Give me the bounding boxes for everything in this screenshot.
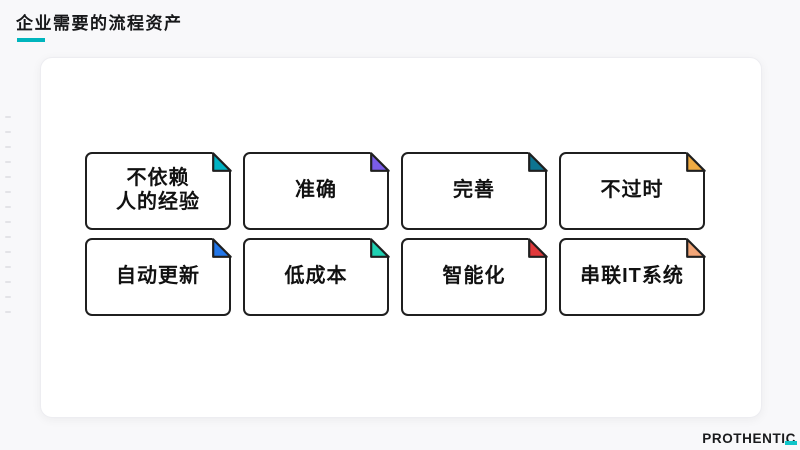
folded-corner-icon	[211, 151, 232, 172]
card-label: 不依赖 人的经验	[116, 167, 200, 213]
process-asset-card: 自动更新	[85, 237, 232, 316]
card-label: 不过时	[600, 179, 664, 202]
edge-dash	[5, 191, 11, 193]
process-asset-card: 不依赖 人的经验	[85, 151, 232, 230]
folded-corner-icon	[527, 151, 548, 172]
process-asset-cards-grid: 不依赖 人的经验 准确 完善 不过时自动更新 低成本 智能化 串联IT系统	[85, 151, 706, 316]
folded-corner-icon	[685, 151, 706, 172]
edge-dash	[5, 296, 11, 298]
card-label: 准确	[295, 179, 337, 202]
edge-dash	[5, 236, 11, 238]
slide-content-panel	[40, 57, 762, 418]
card-label: 低成本	[284, 265, 348, 288]
slide-header: 企业需要的流程资产	[16, 9, 183, 42]
edge-dash	[5, 116, 11, 118]
logo-text: PROTHENTI	[702, 431, 786, 446]
edge-dash	[5, 161, 11, 163]
edge-dash	[5, 281, 11, 283]
process-asset-card: 不过时	[559, 151, 706, 230]
process-asset-card: 串联IT系统	[559, 237, 706, 316]
edge-dash	[5, 146, 11, 148]
process-asset-card: 完善	[401, 151, 548, 230]
folded-corner-icon	[211, 237, 232, 258]
folded-corner-icon	[527, 237, 548, 258]
folded-corner-icon	[685, 237, 706, 258]
title-accent-underline	[17, 38, 45, 42]
logo-accent-letter: C	[784, 431, 798, 446]
edge-dash	[5, 266, 11, 268]
left-edge-dash-marks	[5, 116, 11, 326]
prothentic-logo: PROTHENTIC	[702, 431, 798, 446]
card-label: 串联IT系统	[580, 265, 684, 288]
folded-corner-icon	[369, 237, 390, 258]
edge-dash	[5, 311, 11, 313]
edge-dash	[5, 251, 11, 253]
card-label: 自动更新	[116, 265, 200, 288]
edge-dash	[5, 221, 11, 223]
card-label: 完善	[453, 179, 495, 202]
process-asset-card: 低成本	[243, 237, 390, 316]
process-asset-card: 智能化	[401, 237, 548, 316]
edge-dash	[5, 206, 11, 208]
card-label: 智能化	[442, 265, 506, 288]
folded-corner-icon	[369, 151, 390, 172]
page-title: 企业需要的流程资产	[16, 14, 183, 33]
process-asset-card: 准确	[243, 151, 390, 230]
edge-dash	[5, 176, 11, 178]
edge-dash	[5, 131, 11, 133]
